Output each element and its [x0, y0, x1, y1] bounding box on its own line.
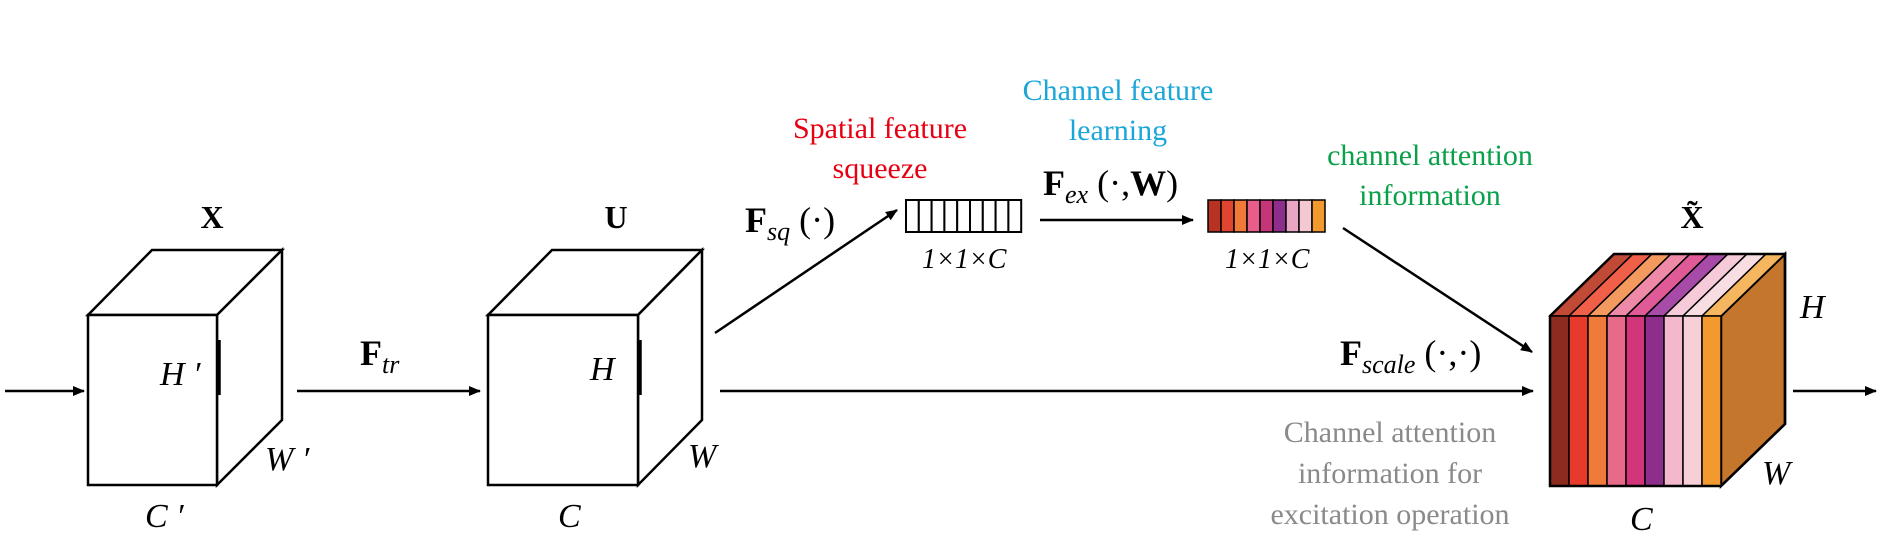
output-cube-channels-label: C	[1630, 501, 1653, 538]
feature-cube	[485, 246, 705, 489]
excitation-label-close: )	[1166, 163, 1178, 203]
excitation-label-weight: W	[1130, 163, 1166, 203]
squeeze-annotation: Spatial feature squeeze	[793, 112, 967, 185]
squeeze-annotation-line: Spatial feature	[793, 112, 967, 145]
excitation-label-sub: ex	[1065, 180, 1089, 209]
excitation-vector-cell	[1285, 199, 1300, 233]
output-cube-title: X̃	[1680, 199, 1703, 235]
squeeze-label: Fsq (·)	[745, 200, 835, 246]
attention-annotation: channel attention information	[1327, 139, 1533, 212]
excitation-vector-cell	[1207, 199, 1222, 233]
squeeze-annotation-line: squeeze	[833, 152, 928, 185]
excitation-vector-cell	[1233, 199, 1248, 233]
scale-label-sub: scale	[1362, 350, 1415, 379]
squeeze-vector	[905, 199, 1023, 233]
attention-annotation-line: information	[1359, 179, 1501, 212]
squeeze-vector-dims: 1×1×C	[922, 244, 1007, 275]
input-cube-height-label: H ′	[159, 356, 201, 393]
scale-annotation: Channel attention information for excitati…	[1270, 416, 1509, 531]
attention-arrow	[1342, 226, 1533, 354]
squeeze-vector-cell	[905, 199, 920, 233]
output-cube-front-slice	[1701, 315, 1722, 487]
squeeze-label-main: F	[745, 200, 767, 240]
squeeze-label-sub: sq	[767, 217, 790, 246]
excitation-vector-cell	[1298, 199, 1313, 233]
excitation-vector-cell	[1259, 199, 1274, 233]
excitation-vector-cell	[1246, 199, 1261, 233]
output-cube-front-slice	[1606, 315, 1627, 487]
output-cube-front-slice	[1663, 315, 1684, 487]
squeeze-vector-cell	[956, 199, 972, 233]
attention-annotation-line: channel attention	[1327, 139, 1533, 172]
squeeze-vector-cell	[1007, 199, 1023, 233]
excitation-vector-cell	[1220, 199, 1235, 233]
feature-cube-title: U	[604, 199, 627, 235]
feature-cube-front	[486, 313, 640, 487]
excitation-annotation-line: Channel feature	[1023, 74, 1214, 107]
excitation-vector-cell	[1311, 199, 1326, 233]
scale-annotation-line: excitation operation	[1270, 498, 1509, 531]
scale-annotation-line: information for	[1298, 457, 1482, 490]
output-cube-outline	[1548, 252, 1787, 488]
excitation-label-main: F	[1043, 163, 1065, 203]
transform-label: Ftr	[360, 333, 400, 379]
input-cube-width-label: W ′	[265, 441, 310, 478]
output-cube-front-slice	[1568, 315, 1589, 487]
output-cube-front-slice	[1682, 315, 1703, 487]
transform-label-sub: tr	[382, 350, 400, 379]
squeeze-vector-cell	[943, 199, 959, 233]
feature-cube-height-label: H	[589, 351, 617, 388]
output-cube	[1548, 251, 1787, 489]
output-cube-front-slice	[1625, 315, 1646, 487]
squeeze-arrow	[714, 208, 898, 335]
feature-cube-channels-label: C	[558, 498, 581, 535]
output-cube-front-slice	[1644, 315, 1665, 487]
excitation-annotation: Channel feature learning	[1023, 74, 1214, 147]
output-cube-width-label: W	[1762, 455, 1793, 492]
excitation-vector-dims: 1×1×C	[1225, 244, 1310, 275]
scale-label-args: (·,·)	[1415, 333, 1481, 373]
excitation-label-args: (·,	[1088, 163, 1130, 203]
excitation-label: Fex (·,W)	[1043, 163, 1178, 209]
input-cube-front	[86, 313, 219, 487]
input-cube	[85, 246, 286, 489]
output-cube-front-slice	[1549, 315, 1570, 487]
excitation-vector	[1207, 199, 1326, 233]
excitation-vector-cell	[1272, 199, 1287, 233]
squeeze-vector-cell	[981, 199, 997, 233]
input-cube-channels-label: C ′	[145, 498, 184, 535]
output-cube-front-slice	[1587, 315, 1608, 487]
transform-label-main: F	[360, 333, 382, 373]
squeeze-label-args: (·)	[790, 200, 835, 240]
output-cube-height-label: H	[1799, 289, 1827, 326]
input-cube-title: X	[200, 199, 223, 235]
squeeze-vector-cell	[969, 199, 984, 233]
squeeze-vector-cell	[930, 199, 946, 233]
scale-annotation-line: Channel attention	[1284, 416, 1496, 449]
squeeze-vector-cell	[994, 199, 1010, 233]
excitation-annotation-line: learning	[1069, 114, 1167, 147]
feature-cube-width-label: W	[688, 438, 719, 475]
scale-label: Fscale (·,·)	[1340, 333, 1481, 379]
squeeze-vector-cell	[917, 199, 933, 233]
scale-label-main: F	[1340, 333, 1362, 373]
